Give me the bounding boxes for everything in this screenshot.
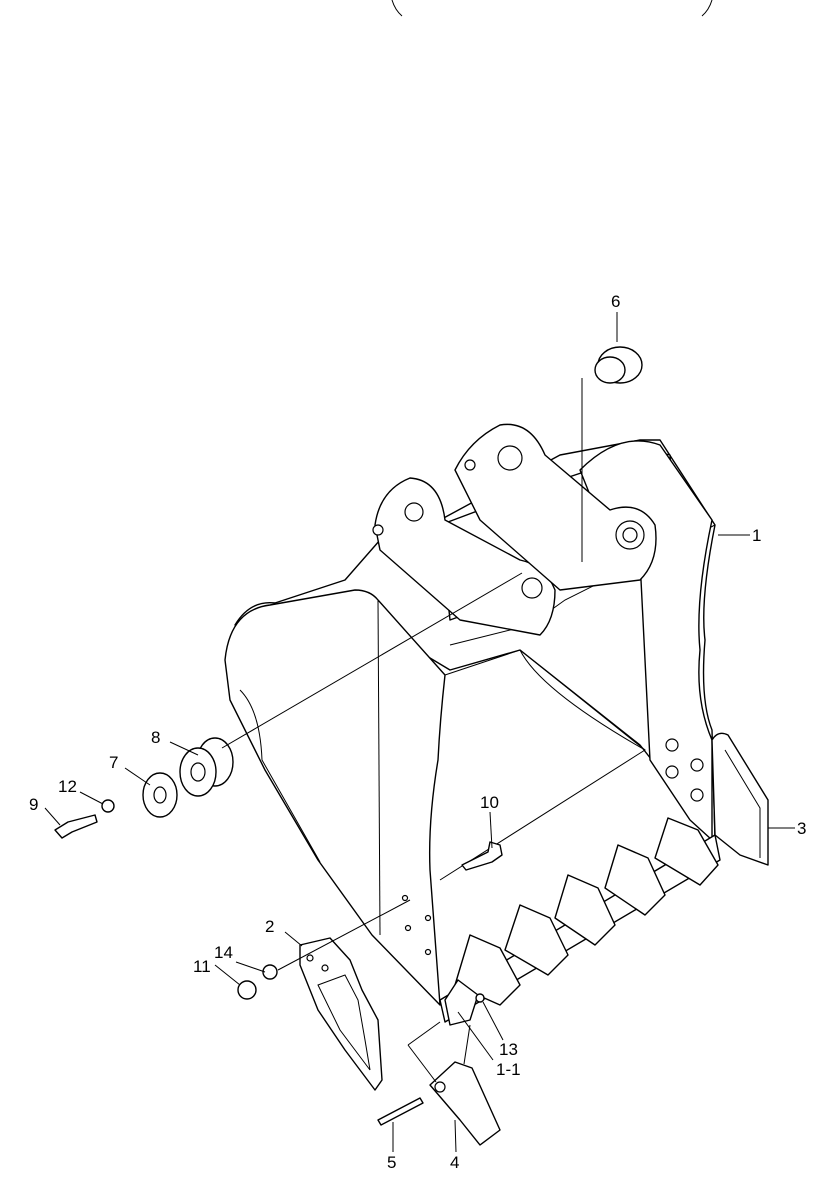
bucket-teeth xyxy=(444,817,719,1026)
callout-4: 4 xyxy=(450,1153,459,1172)
callout-2: 2 xyxy=(265,917,274,936)
callout-8: 8 xyxy=(151,728,160,747)
callout-1-1: 1-1 xyxy=(496,1060,521,1079)
callout-3: 3 xyxy=(797,819,806,838)
callout-11: 11 xyxy=(193,957,211,976)
washer-14 xyxy=(262,964,278,980)
header-fragment xyxy=(391,0,713,17)
callout-6: 6 xyxy=(611,292,620,311)
bushing xyxy=(594,346,643,384)
callout-12: 12 xyxy=(58,777,77,796)
tooth-detached xyxy=(429,1061,501,1146)
callout-13: 13 xyxy=(499,1040,518,1059)
bolt-9 xyxy=(54,814,98,839)
side-cutter-right xyxy=(711,732,769,866)
callout-1: 1 xyxy=(752,526,761,545)
side-cutter-left xyxy=(299,937,383,1091)
callout-14: 14 xyxy=(214,943,233,962)
washer-12 xyxy=(101,799,115,813)
leader-lines xyxy=(44,312,795,1153)
pin xyxy=(377,1097,424,1126)
callout-10: 10 xyxy=(480,793,499,812)
bucket-body xyxy=(224,423,721,1026)
bolt-10 xyxy=(461,841,503,871)
callout-7: 7 xyxy=(109,753,118,772)
callout-labels: 6 1 3 10 8 7 12 9 2 14 11 13 1-1 5 4 xyxy=(29,292,806,1172)
callout-9: 9 xyxy=(29,795,38,814)
nut-13 xyxy=(475,993,485,1003)
nut xyxy=(237,980,257,1000)
boss xyxy=(179,737,234,797)
shim-plate xyxy=(142,772,178,818)
callout-5: 5 xyxy=(387,1153,396,1172)
